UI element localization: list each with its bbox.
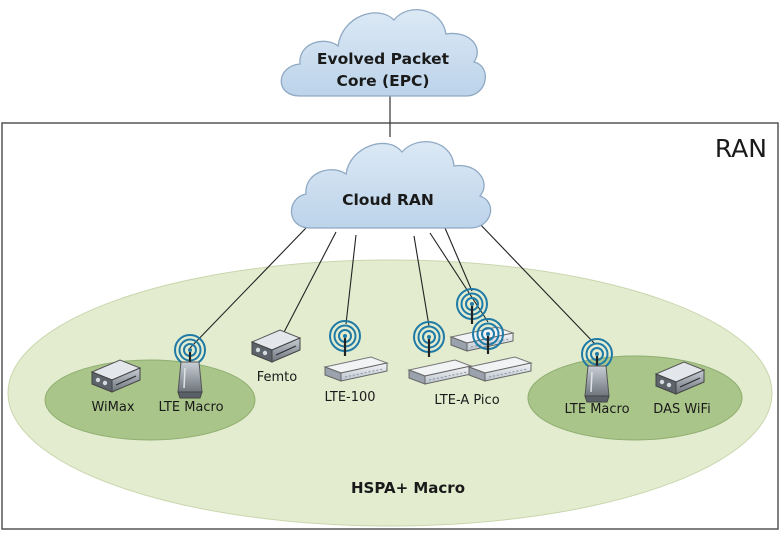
- das-wifi-label: DAS WiFi: [653, 402, 710, 417]
- link-femto: [280, 231, 337, 339]
- ran-label: RAN: [715, 134, 767, 163]
- wimax-device: WiMax: [91, 359, 141, 415]
- wimax-label: WiMax: [91, 400, 134, 415]
- lte-macro-left-device: LTE Macro: [158, 333, 224, 415]
- lte-macro-right-label: LTE Macro: [564, 402, 629, 417]
- right-cell-region: [527, 355, 743, 441]
- link-lte-macro-left: [189, 227, 307, 349]
- cloud-ran-label: Cloud RAN: [342, 191, 434, 209]
- lte-a-pico-label: LTE-A Pico: [434, 393, 499, 408]
- macro-base-icon: [584, 365, 610, 403]
- femto-device: Femto: [251, 329, 301, 385]
- lte-100-label: LTE-100: [324, 390, 375, 405]
- link-lte-a-pico-2: [429, 232, 489, 323]
- das-wifi-device: DAS WiFi: [653, 361, 711, 417]
- epc-cloud: Evolved Packet Core (EPC): [280, 9, 486, 97]
- cloud-ran: Cloud RAN: [290, 141, 492, 229]
- epc-label-line1: Evolved Packet: [317, 50, 450, 68]
- hspa-macro-label: HSPA+ Macro: [351, 479, 465, 497]
- backhaul-links: [189, 221, 596, 349]
- link-lte-a-pico-1: [413, 235, 430, 327]
- cloud-ran-shape: [290, 141, 492, 229]
- lte-macro-left-label: LTE Macro: [158, 400, 223, 415]
- link-lte-a-pico-3: [444, 227, 473, 292]
- link-lte-macro-right: [477, 221, 596, 345]
- epc-cloud-shape: [280, 9, 486, 97]
- macro-base-icon: [177, 361, 203, 399]
- lte-macro-right-device: LTE Macro: [564, 337, 630, 417]
- lte-100-device: LTE-100: [324, 319, 388, 405]
- femto-label: Femto: [257, 370, 298, 385]
- link-lte-100: [345, 234, 357, 325]
- lte-a-pico-device: LTE-A Pico: [408, 287, 532, 408]
- epc-label-line2: Core (EPC): [336, 72, 429, 90]
- hspa-macro-region: [7, 259, 773, 527]
